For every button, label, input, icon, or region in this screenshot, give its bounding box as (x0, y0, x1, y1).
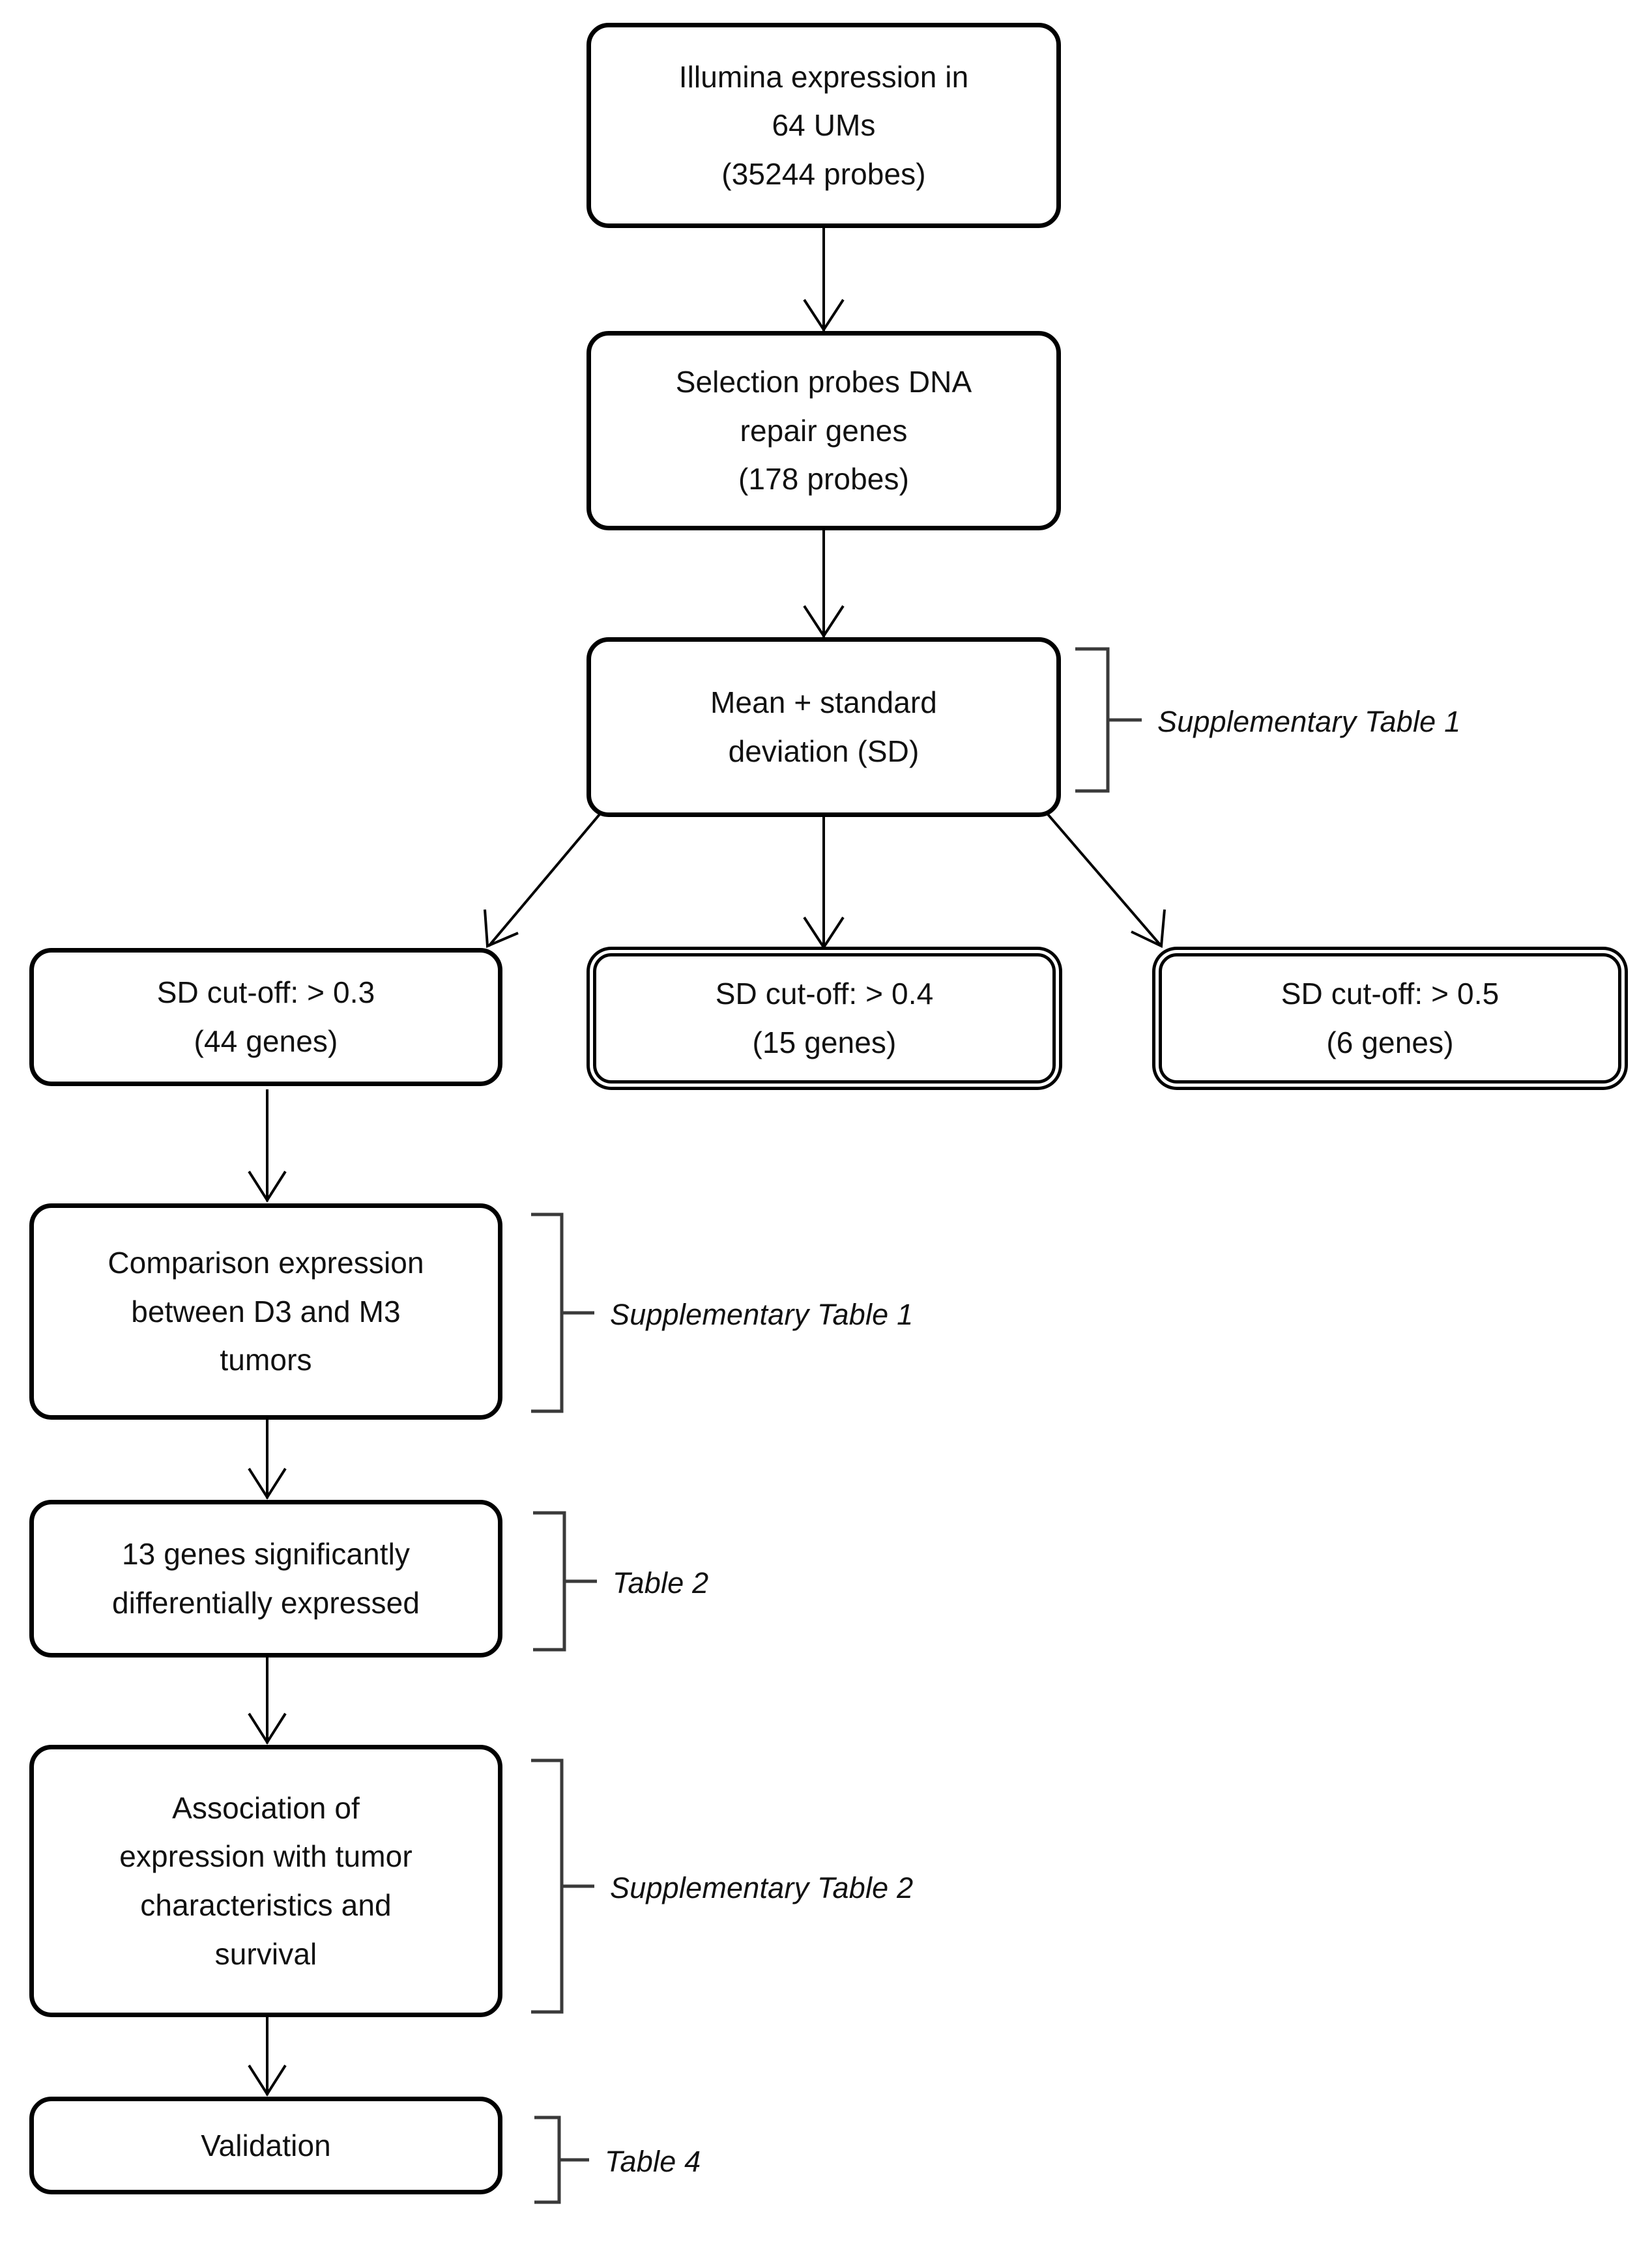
node-comparison-expression-line-3: tumors (220, 1343, 312, 1377)
node-association-expression-tumor-line-1: Association of (172, 1790, 360, 1825)
node-validation-line-1: Validation (201, 2128, 331, 2162)
annotation-association-supplementary-table-2: Supplementary Table 2 (610, 1871, 914, 1904)
bracket-association (531, 1758, 594, 2014)
node-association-expression-tumor-line-3: characteristics and (140, 1888, 392, 1922)
edge-selection-to-mean-sd (803, 529, 845, 639)
node-validation[interactable]: Validation (29, 2097, 502, 2194)
edge-thirteen-genes-to-association (248, 1656, 287, 1745)
node-sd-cutoff-05-line-2: (6 genes) (1326, 1026, 1454, 1059)
node-comparison-expression-line-2: between D3 and M3 (131, 1294, 401, 1328)
node-13-genes-differentially-expressed[interactable]: 13 genes significantly differentially ex… (29, 1500, 502, 1658)
edge-comparison-to-thirteen-genes (248, 1418, 287, 1500)
node-illumina[interactable]: Illumina expression in 64 UMs (35244 pro… (587, 23, 1061, 228)
edge-sd-03-to-comparison (248, 1089, 287, 1203)
node-selection-probes-line-3: (178 probes) (738, 462, 910, 496)
node-sd-cutoff-04-line-1: SD cut-off: > 0.4 (715, 977, 934, 1011)
node-association-expression-tumor[interactable]: Association of expression with tumor cha… (29, 1745, 502, 2017)
annotation-13-genes-table-2: Table 2 (613, 1566, 709, 1600)
node-sd-cutoff-03-line-2: (44 genes) (194, 1024, 338, 1058)
node-comparison-expression-line-1: Comparison expression (108, 1246, 424, 1280)
node-sd-cutoff-03-line-1: SD cut-off: > 0.3 (156, 975, 375, 1010)
node-sd-cutoff-04[interactable]: SD cut-off: > 0.4 (15 genes) (593, 953, 1056, 1084)
node-comparison-expression[interactable]: Comparison expression between D3 and M3 … (29, 1203, 502, 1420)
node-sd-cutoff-03[interactable]: SD cut-off: > 0.3 (44 genes) (29, 948, 502, 1086)
annotation-mean-sd-supplementary-table-1: Supplementary Table 1 (1157, 705, 1461, 738)
node-13-genes-differentially-expressed-line-2: differentially expressed (111, 1586, 420, 1620)
node-association-expression-tumor-line-4: survival (214, 1936, 317, 1971)
annotation-validation-table-4: Table 4 (605, 2145, 701, 2178)
edge-illumina-to-selection (803, 227, 845, 332)
node-selection-probes-line-2: repair genes (740, 413, 908, 448)
bracket-validation (534, 2116, 589, 2204)
bracket-thirteen-genes (533, 1511, 597, 1652)
node-selection-probes-line-1: Selection probes DNA (675, 365, 972, 399)
node-mean-standard-deviation-line-1: Mean + standard (710, 685, 937, 720)
node-illumina-line-3: (35244 probes) (721, 156, 926, 191)
node-mean-standard-deviation-line-2: deviation (SD) (728, 734, 920, 768)
node-illumina-line-2: 64 UMs (772, 108, 876, 143)
edge-association-to-validation (248, 2016, 287, 2097)
node-mean-standard-deviation[interactable]: Mean + standard deviation (SD) (587, 637, 1061, 817)
annotation-comparison-supplementary-table-1: Supplementary Table 1 (610, 1298, 914, 1331)
node-illumina-line-1: Illumina expression in (678, 59, 969, 94)
edge-mean-sd-to-sd-05 (1047, 813, 1166, 949)
bracket-comparison (531, 1213, 594, 1413)
edge-mean-sd-to-sd-04 (803, 816, 845, 950)
edge-mean-sd-to-sd-03 (484, 813, 601, 948)
node-association-expression-tumor-line-2: expression with tumor (119, 1839, 413, 1874)
node-13-genes-differentially-expressed-line-1: 13 genes significantly (121, 1537, 411, 1572)
node-sd-cutoff-05-line-1: SD cut-off: > 0.5 (1281, 977, 1500, 1011)
node-sd-cutoff-05[interactable]: SD cut-off: > 0.5 (6 genes) (1159, 953, 1621, 1084)
node-selection-probes[interactable]: Selection probes DNA repair genes (178 p… (587, 331, 1061, 530)
node-sd-cutoff-04-line-2: (15 genes) (752, 1026, 897, 1059)
bracket-mean-sd (1075, 647, 1142, 793)
